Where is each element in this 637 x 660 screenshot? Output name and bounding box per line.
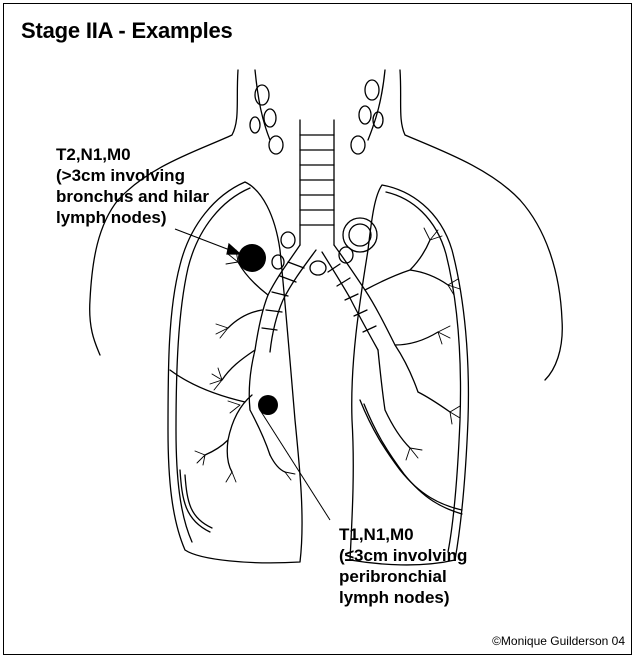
- right-lung-outline: [168, 182, 302, 563]
- lower-desc-line-2: peribronchial: [339, 566, 467, 587]
- upper-desc-line-2: bronchus and hilar: [56, 186, 209, 207]
- body-outline-right: [400, 70, 562, 380]
- upper-desc-line-3: lymph nodes): [56, 207, 209, 228]
- upper-stage-code: T2,N1,M0: [56, 144, 209, 165]
- lower-desc-line-3: lymph nodes): [339, 587, 467, 608]
- page-title: Stage IIA - Examples: [21, 18, 233, 44]
- upper-desc-line-1: (>3cm involving: [56, 165, 209, 186]
- tumor-upper: [238, 244, 266, 272]
- copyright-notice: ©Monique Guilderson 04: [492, 634, 625, 648]
- upper-label-arrow: [175, 229, 235, 252]
- left-main-bronchus: [334, 245, 395, 345]
- lower-stage-code: T1,N1,M0: [339, 524, 467, 545]
- upper-stage-label: T2,N1,M0 (>3cm involving bronchus and hi…: [56, 144, 209, 228]
- lower-desc-line-1: (≤3cm involving: [339, 545, 467, 566]
- lower-stage-label: T1,N1,M0 (≤3cm involving peribronchial l…: [339, 524, 467, 608]
